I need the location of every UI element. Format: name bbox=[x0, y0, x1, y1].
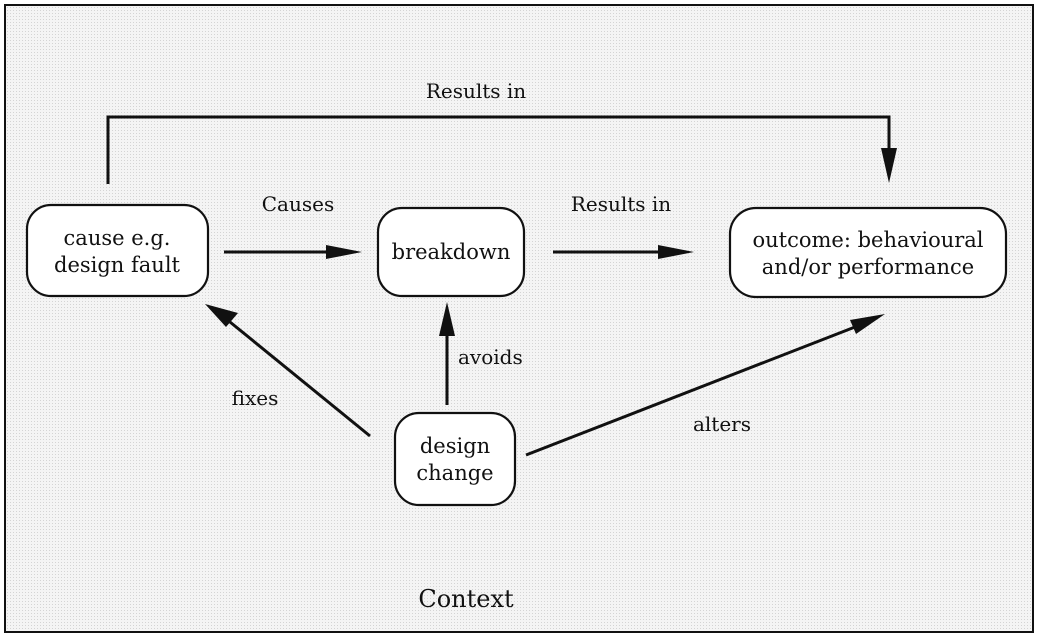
node-cause: cause e.g. design fault bbox=[25, 203, 210, 298]
edge-design-change-to-cause bbox=[205, 304, 371, 438]
edge-cause-to-outcome bbox=[106, 115, 897, 184]
node-breakdown: breakdown bbox=[376, 206, 526, 298]
node-design-change-line2: change bbox=[416, 461, 493, 485]
node-breakdown-label: breakdown bbox=[392, 240, 511, 264]
edge-label-causes: Causes bbox=[262, 192, 334, 216]
edge-design-change-to-breakdown bbox=[439, 302, 455, 405]
edge-breakdown-to-outcome bbox=[553, 245, 694, 259]
edge-label-alters: alters bbox=[693, 412, 751, 436]
node-cause-line2: design fault bbox=[54, 253, 181, 277]
node-design-change: design change bbox=[393, 411, 517, 507]
edge-label-fixes: fixes bbox=[232, 386, 279, 410]
edge-design-change-to-outcome bbox=[525, 314, 885, 457]
node-outcome-line2: and/or performance bbox=[762, 255, 974, 279]
node-outcome-line1: outcome: behavioural bbox=[752, 228, 983, 252]
node-outcome: outcome: behavioural and/or performance bbox=[728, 206, 1008, 299]
node-cause-line1: cause e.g. bbox=[64, 226, 171, 250]
edge-label-results-in-top: Results in bbox=[426, 79, 526, 103]
edge-label-results-in: Results in bbox=[571, 192, 671, 216]
context-label: Context bbox=[418, 585, 514, 613]
edge-cause-to-breakdown bbox=[224, 245, 362, 259]
node-design-change-line1: design bbox=[420, 434, 490, 458]
edge-label-avoids: avoids bbox=[458, 345, 523, 369]
